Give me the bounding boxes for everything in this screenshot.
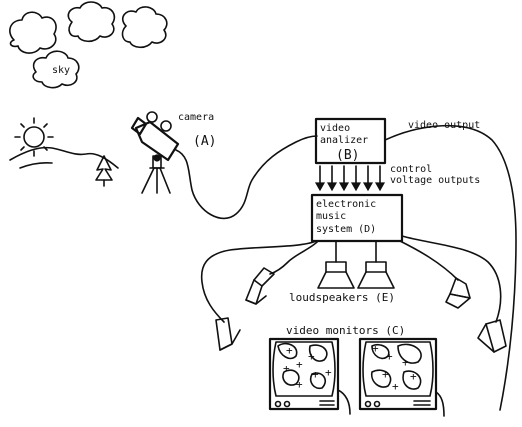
hills-ground bbox=[19, 161, 53, 169]
svg-text:+: + bbox=[392, 380, 399, 393]
control-voltage-arrows bbox=[314, 165, 386, 192]
music-label-line2: music bbox=[316, 211, 346, 222]
speaker-cable bbox=[399, 240, 459, 281]
video-analyzer-box bbox=[314, 117, 387, 165]
analyzer-id-label: (B) bbox=[336, 148, 359, 163]
camera-id-label: (A) bbox=[193, 134, 216, 149]
loudspeaker-icon bbox=[357, 261, 395, 289]
speaker-cable bbox=[269, 240, 319, 275]
svg-text:+: + bbox=[296, 358, 303, 371]
cloud-icon bbox=[67, 1, 116, 43]
svg-text:+: + bbox=[386, 350, 393, 363]
video-monitor-icon: + + + + + + bbox=[358, 337, 438, 411]
music-label-line3: system (D) bbox=[316, 224, 376, 235]
analyzer-label-line1: video bbox=[320, 123, 350, 134]
loudspeakers-label: loudspeakers (E) bbox=[289, 291, 395, 304]
monitor-cable bbox=[435, 391, 445, 417]
svg-text:+: + bbox=[312, 368, 319, 381]
svg-text:+: + bbox=[283, 362, 290, 375]
svg-text:+: + bbox=[325, 366, 332, 379]
loudspeaker-icon bbox=[245, 267, 275, 305]
loudspeaker-icon bbox=[215, 317, 241, 351]
svg-text:+: + bbox=[308, 350, 315, 363]
hills bbox=[9, 146, 119, 169]
svg-text:+: + bbox=[382, 368, 389, 381]
tree-icon bbox=[95, 155, 113, 187]
speaker-cable bbox=[200, 240, 317, 323]
music-label-line1: electronic bbox=[316, 199, 376, 210]
control-label-line1: control bbox=[390, 164, 432, 175]
camera-label: camera bbox=[178, 112, 214, 123]
loudspeaker-icon bbox=[477, 319, 507, 353]
loudspeaker-icon bbox=[317, 261, 355, 289]
control-label-line2: voltage outputs bbox=[390, 175, 480, 186]
cloud-icon bbox=[9, 11, 57, 54]
loudspeaker-icon bbox=[445, 277, 471, 309]
sky-label: sky bbox=[52, 65, 70, 76]
speaker-cable bbox=[401, 235, 502, 323]
sun-icon bbox=[14, 117, 54, 157]
video-output-cable bbox=[384, 124, 517, 411]
svg-text:+: + bbox=[372, 342, 379, 355]
video-output-label: video output bbox=[408, 120, 480, 131]
music-system-box bbox=[310, 193, 404, 243]
camera-icon bbox=[130, 111, 180, 194]
cloud-icon bbox=[121, 6, 168, 49]
monitor-cable bbox=[337, 389, 351, 415]
svg-text:+: + bbox=[286, 344, 293, 357]
svg-text:+: + bbox=[296, 378, 303, 391]
monitors-label: video monitors (C) bbox=[286, 324, 405, 337]
svg-text:+: + bbox=[410, 370, 417, 383]
cloud-icon bbox=[32, 50, 80, 89]
video-monitor-icon: + + + + + + + bbox=[268, 337, 340, 411]
analyzer-label-line2: analizer bbox=[320, 135, 368, 146]
svg-text:+: + bbox=[402, 356, 409, 369]
camera-cable bbox=[175, 135, 318, 220]
